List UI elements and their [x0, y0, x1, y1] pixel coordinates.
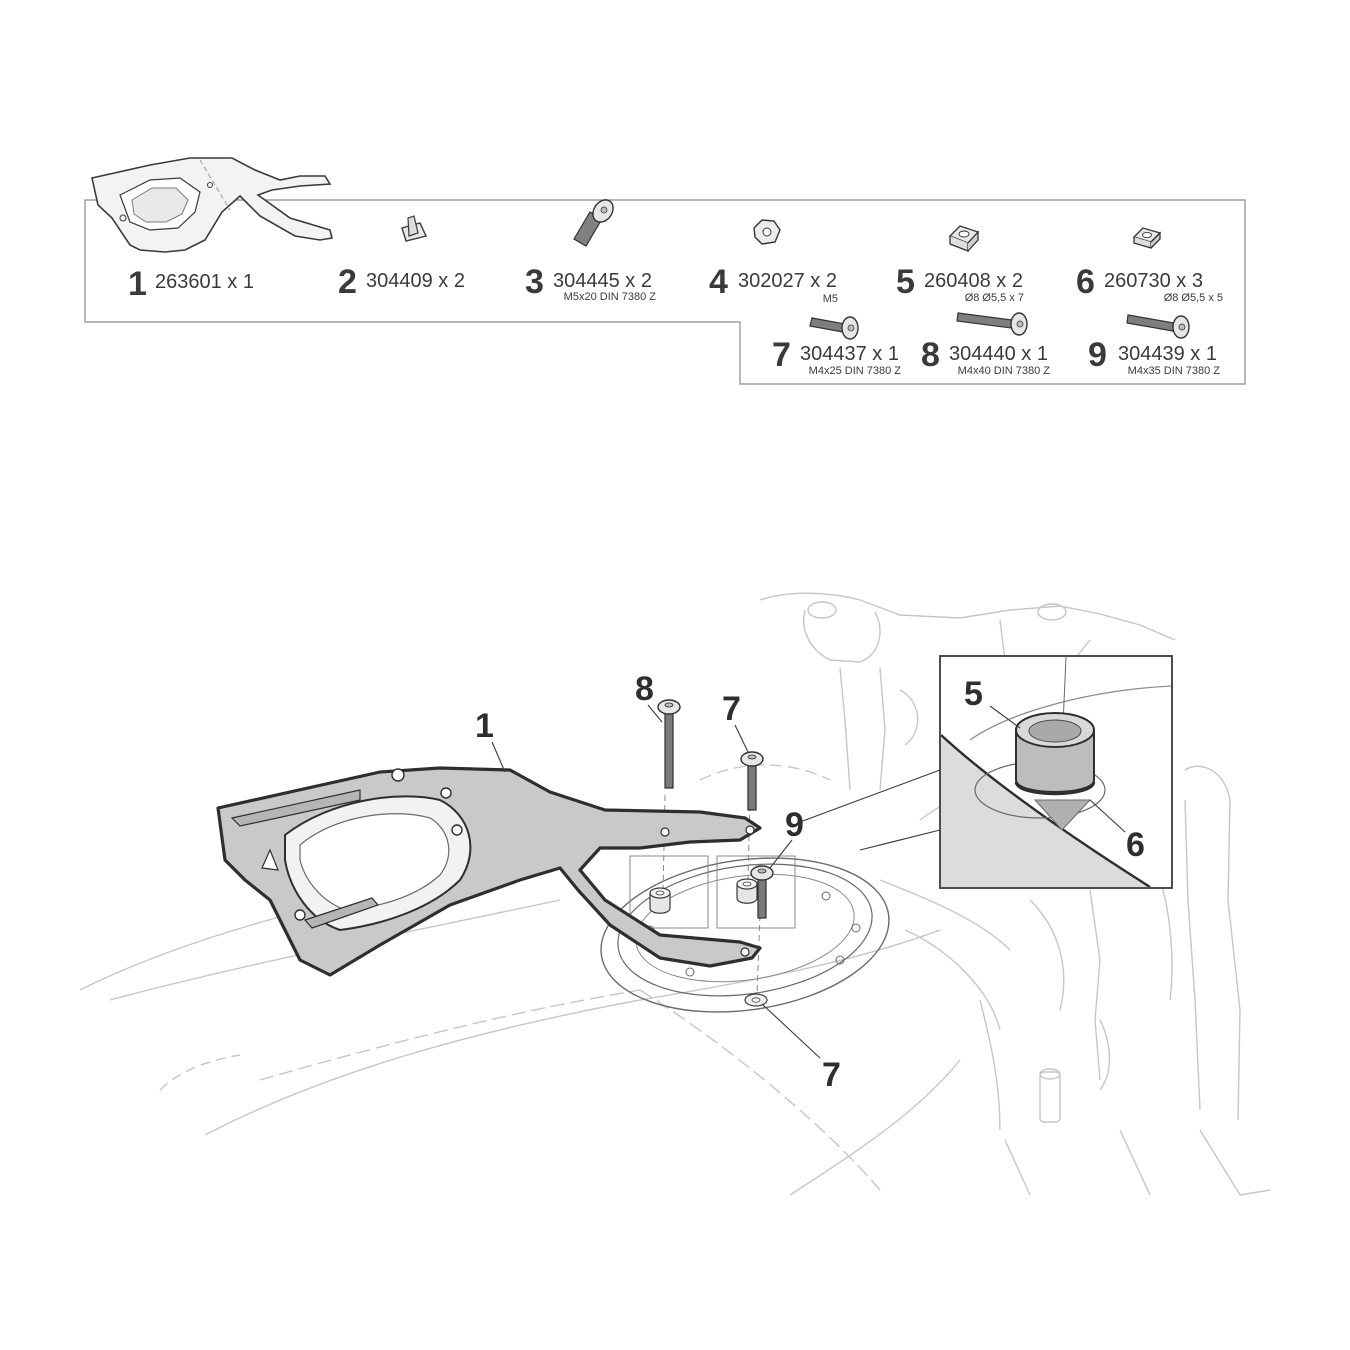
- part-1-label: 1 263601 x 1: [128, 265, 254, 303]
- part-8-number: 8: [921, 336, 940, 374]
- part-6-code: 260730 x 3: [1104, 270, 1203, 292]
- part-2-label: 2 304409 x 2: [338, 263, 465, 301]
- callout-detail-spacer: 5: [964, 675, 983, 713]
- bolt-9-exploded: [750, 865, 774, 919]
- assembly-illustration: 1 8 7 9 7 5 6: [79, 592, 1271, 1196]
- part-3-label: 3 304445 x 2 M5x20 DIN 7380 Z: [525, 263, 656, 303]
- part-6-label: 6 260730 x 3 Ø8 Ø5,5 x 5: [1076, 263, 1223, 304]
- callout-bolt-long: 8: [635, 670, 654, 708]
- callout-bracket: 1: [475, 707, 494, 745]
- callout-detail-washer: 6: [1126, 826, 1145, 864]
- part-9-code: 304439 x 1: [1118, 343, 1217, 365]
- part-5-code: 260408 x 2: [924, 270, 1023, 292]
- part-4-code: 302027 x 2: [738, 270, 837, 292]
- part-3-number: 3: [525, 263, 544, 301]
- part-5-number: 5: [896, 263, 915, 301]
- part-6-number: 6: [1076, 263, 1095, 301]
- bolt-8-exploded: [657, 699, 681, 789]
- callout-bolt-mid: 9: [785, 806, 804, 844]
- part-7-number: 7: [772, 336, 791, 374]
- part-7-code: 304437 x 1: [800, 343, 899, 365]
- legend-frame: [84, 199, 1246, 385]
- part-2-screw-icon: [401, 215, 427, 242]
- part-5-spec: Ø8 Ø5,5 x 7: [965, 292, 1024, 304]
- part-3-bolt-icon: [573, 199, 614, 247]
- part-8-bolt-icon: [956, 312, 1028, 336]
- detail-inset: [939, 655, 1173, 889]
- part-4-spec: M5: [823, 293, 838, 305]
- part-2-code: 304409 x 2: [366, 270, 465, 292]
- part-3-spec: M5x20 DIN 7380 Z: [564, 291, 657, 303]
- callout-bolt-lower: 7: [822, 1056, 841, 1094]
- part-9-number: 9: [1088, 336, 1107, 374]
- bolt-7-exploded: [740, 751, 764, 811]
- part-3-code: 304445 x 2: [553, 270, 652, 292]
- part-4-label: 4 302027 x 2 M5: [709, 263, 838, 305]
- part-8-label: 8 304440 x 1 M4x40 DIN 7380 Z: [921, 336, 1050, 377]
- callout-leaders: [491, 704, 941, 1059]
- part-5-spacer-icon: [948, 225, 980, 252]
- part-7-label: 7 304437 x 1 M4x25 DIN 7380 Z: [772, 336, 901, 377]
- part-8-spec: M4x40 DIN 7380 Z: [958, 365, 1051, 377]
- part-1-thumbnail: [91, 157, 333, 253]
- fuel-cap-ring: [600, 857, 890, 1013]
- part-6-spacer-icon: [1132, 227, 1162, 249]
- tank-ring-bracket: [216, 766, 762, 977]
- part-9-label: 9 304439 x 1 M4x35 DIN 7380 Z: [1088, 336, 1220, 377]
- callout-bolt-short: 7: [722, 690, 741, 728]
- mount-spacers: [649, 878, 768, 1007]
- part-4-nut-icon: [753, 219, 781, 245]
- part-1-code: 263601 x 1: [155, 271, 254, 293]
- part-8-code: 304440 x 1: [949, 343, 1048, 365]
- part-4-number: 4: [709, 263, 728, 301]
- part-7-spec: M4x25 DIN 7380 Z: [809, 365, 902, 377]
- part-2-number: 2: [338, 263, 357, 301]
- part-6-spec: Ø8 Ø5,5 x 5: [1164, 292, 1223, 304]
- part-7-bolt-icon: [809, 316, 859, 340]
- part-9-spec: M4x35 DIN 7380 Z: [1128, 365, 1221, 377]
- part-5-label: 5 260408 x 2 Ø8 Ø5,5 x 7: [896, 263, 1024, 304]
- part-1-number: 1: [128, 265, 147, 303]
- parts-legend: 1 263601 x 1 2 304409 x 2 3 304445 x 2 M…: [84, 157, 1246, 385]
- part-9-bolt-icon: [1126, 314, 1190, 339]
